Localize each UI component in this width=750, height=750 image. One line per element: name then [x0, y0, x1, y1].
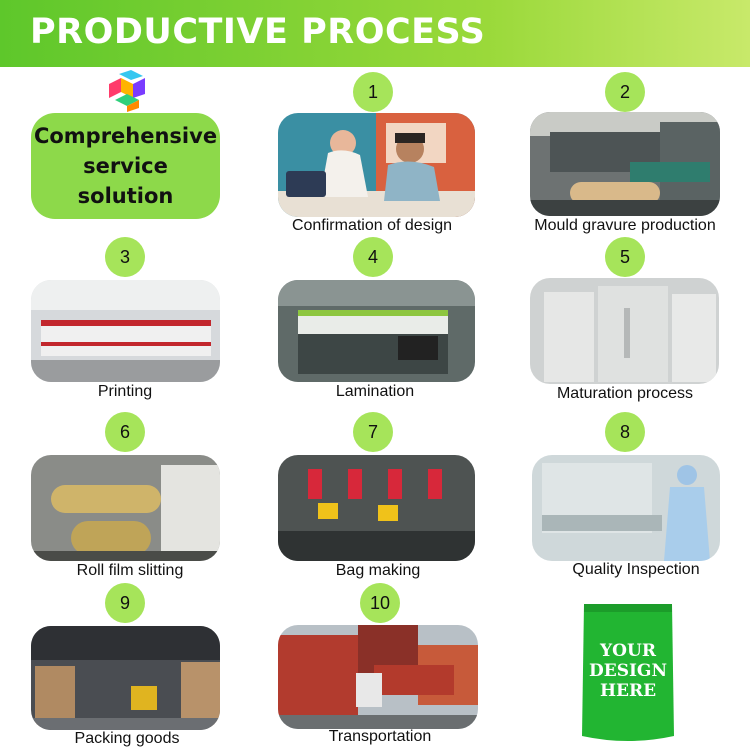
step-5-caption: Maturation process	[556, 385, 694, 402]
step-9-badge: 9	[105, 583, 145, 623]
lamination-machine-photo	[278, 280, 475, 382]
warehouse-photo	[31, 626, 220, 730]
service-solution-label: Comprehensive service solution	[33, 124, 218, 208]
gravure-machine-photo	[530, 112, 720, 216]
service-solution-box: Comprehensive service solution	[31, 113, 220, 219]
design-meeting-photo	[278, 113, 475, 217]
step-8-caption: Quality Inspection	[572, 561, 700, 578]
step-3-badge: 3	[105, 237, 145, 277]
step-6-badge: 6	[105, 412, 145, 452]
step-4-caption: Lamination	[335, 383, 415, 400]
brand-logo-icon	[109, 70, 145, 112]
page-title: PRODUCTIVE PROCESS	[30, 12, 486, 52]
pouch-text-line-1: YOUR	[599, 641, 657, 661]
header-bar: PRODUCTIVE PROCESS	[0, 0, 750, 67]
step-7-badge: 7	[353, 412, 393, 452]
pouch-text-line-2: DESIGN	[589, 661, 667, 681]
step-8-badge: 8	[605, 412, 645, 452]
slitting-machine-photo	[31, 455, 220, 561]
pouch-text-line-3: HERE	[600, 681, 656, 701]
transport-truck-photo	[278, 625, 478, 729]
quality-inspection-photo	[532, 455, 720, 561]
step-7-caption: Bag making	[335, 562, 421, 579]
printing-factory-photo	[31, 280, 220, 382]
step-9-caption: Packing goods	[74, 730, 180, 747]
step-10-caption: Transportation	[328, 728, 432, 745]
step-1-caption: Confirmation of design	[291, 217, 453, 234]
step-6-caption: Roll film slitting	[76, 562, 184, 579]
step-2-caption: Mould gravure production	[534, 217, 716, 234]
step-10-badge: 10	[360, 583, 400, 623]
maturation-room-photo	[530, 278, 719, 384]
bag-making-machine-photo	[278, 455, 475, 561]
step-1-badge: 1	[353, 72, 393, 112]
step-3-caption: Printing	[97, 383, 153, 400]
step-4-badge: 4	[353, 237, 393, 277]
design-pouch-mockup: YOUR DESIGN HERE	[582, 604, 674, 741]
step-5-badge: 5	[605, 237, 645, 277]
step-2-badge: 2	[605, 72, 645, 112]
